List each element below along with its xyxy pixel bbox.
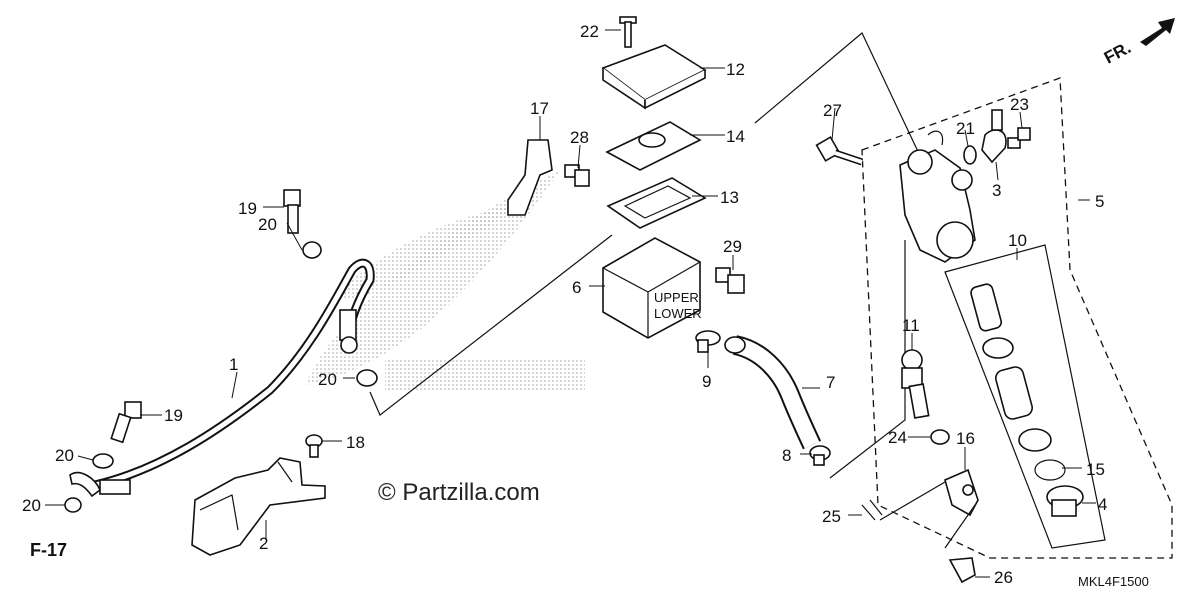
- callout-9: 9: [702, 372, 711, 391]
- part-13-diaphragm[interactable]: [606, 177, 707, 229]
- callout-26: 26: [994, 568, 1013, 587]
- part-26-pin[interactable]: [948, 557, 976, 584]
- callout-3: 3: [992, 181, 1001, 200]
- leader-16-to-25: [879, 481, 946, 521]
- part-7-hose[interactable]: [724, 335, 822, 450]
- callout-8: 8: [782, 446, 791, 465]
- part-3-joint[interactable]: [981, 109, 1007, 164]
- page-reference[interactable]: F-17: [30, 540, 67, 560]
- callout-29: 29: [723, 237, 742, 256]
- part-24-nut[interactable]: [930, 429, 950, 445]
- part-20-washer-b[interactable]: [356, 369, 378, 387]
- callout-6: 6: [572, 278, 581, 297]
- callout-leaders: [45, 29, 1096, 578]
- callout-18: 18: [346, 433, 365, 452]
- callout-11: 11: [902, 316, 920, 335]
- part-2-bracket[interactable]: [191, 457, 326, 556]
- callout-28: 28: [570, 128, 589, 147]
- callout-20-c: 20: [55, 446, 74, 465]
- callout-24: 24: [888, 428, 907, 447]
- part-17-stay[interactable]: [507, 139, 553, 216]
- part-23-screw[interactable]: [1007, 127, 1031, 149]
- callout-2: 2: [259, 534, 268, 553]
- callout-14: 14: [726, 127, 745, 146]
- callout-12: 12: [726, 60, 745, 79]
- part-18-bolt[interactable]: [305, 434, 323, 458]
- part-10-piston-kit[interactable]: [970, 283, 1052, 452]
- callout-25: 25: [822, 507, 841, 526]
- callout-23: 23: [1010, 95, 1029, 114]
- callout-19-lower: 19: [164, 406, 183, 425]
- part-6-reservoir[interactable]: UPPER LOWER: [602, 237, 702, 339]
- callout-15: 15: [1086, 460, 1105, 479]
- watermark: © Partzilla.com: [378, 479, 540, 506]
- part-16-joint[interactable]: [944, 468, 979, 517]
- callout-16: 16: [956, 429, 975, 448]
- callout-7: 7: [826, 373, 835, 392]
- part-29-bolt[interactable]: [715, 267, 745, 294]
- leader-reservoir-to-hose: [369, 234, 613, 416]
- callout-19-upper: 19: [238, 199, 257, 218]
- front-direction-arrow: FR.: [1101, 18, 1175, 68]
- part-25-cotter-pin[interactable]: [861, 499, 883, 521]
- part-4-boot[interactable]: [1046, 485, 1084, 517]
- callout-4: 4: [1098, 495, 1107, 514]
- part-15-circlip[interactable]: [1034, 459, 1066, 481]
- brand-wing-logo: [305, 170, 585, 390]
- part-19-bolt-lower[interactable]: [110, 401, 142, 444]
- callout-10: 10: [1008, 231, 1027, 250]
- part-22-screw[interactable]: [619, 16, 637, 48]
- reservoir-upper-mark: UPPER: [654, 290, 699, 305]
- part-5-master-cylinder[interactable]: [899, 130, 976, 263]
- leader-reservoir-to-cylinder: [754, 32, 923, 161]
- part-21-o-ring[interactable]: [963, 145, 977, 165]
- callout-13: 13: [720, 188, 739, 207]
- part-28-bolt[interactable]: [564, 164, 590, 187]
- part-19-bolt-upper[interactable]: [283, 189, 301, 234]
- callout-20-d: 20: [22, 496, 41, 515]
- part-14-plate[interactable]: [605, 121, 702, 171]
- part-20-washer-a[interactable]: [302, 241, 322, 259]
- part-12-cap[interactable]: [601, 44, 707, 110]
- callout-5: 5: [1095, 192, 1104, 211]
- leader-16-to-26: [944, 504, 976, 549]
- leader-hose-to-cylinder: [829, 240, 906, 479]
- callout-21: 21: [956, 119, 975, 138]
- callout-1: 1: [229, 355, 238, 374]
- callout-17: 17: [530, 99, 549, 118]
- assembly-outline-10: [944, 244, 1106, 549]
- reservoir-lower-mark: LOWER: [654, 306, 702, 321]
- part-8-clamp[interactable]: [809, 445, 831, 466]
- callout-20-b: 20: [318, 370, 337, 389]
- assembly-outline-5: [861, 77, 1173, 559]
- callout-20-a: 20: [258, 215, 277, 234]
- front-direction-label: FR.: [1101, 38, 1134, 68]
- callout-22: 22: [580, 22, 599, 41]
- diagram-code: MKL4F1500: [1078, 574, 1149, 589]
- part-20-washer-d[interactable]: [64, 497, 82, 513]
- part-1-brake-hose[interactable]: [69, 258, 375, 498]
- part-20-washer-c[interactable]: [92, 453, 114, 469]
- part-9-clamp[interactable]: [695, 330, 721, 353]
- part-27-bolt[interactable]: [815, 136, 864, 166]
- part-11-push-rod[interactable]: [901, 349, 930, 419]
- callout-27: 27: [823, 101, 842, 120]
